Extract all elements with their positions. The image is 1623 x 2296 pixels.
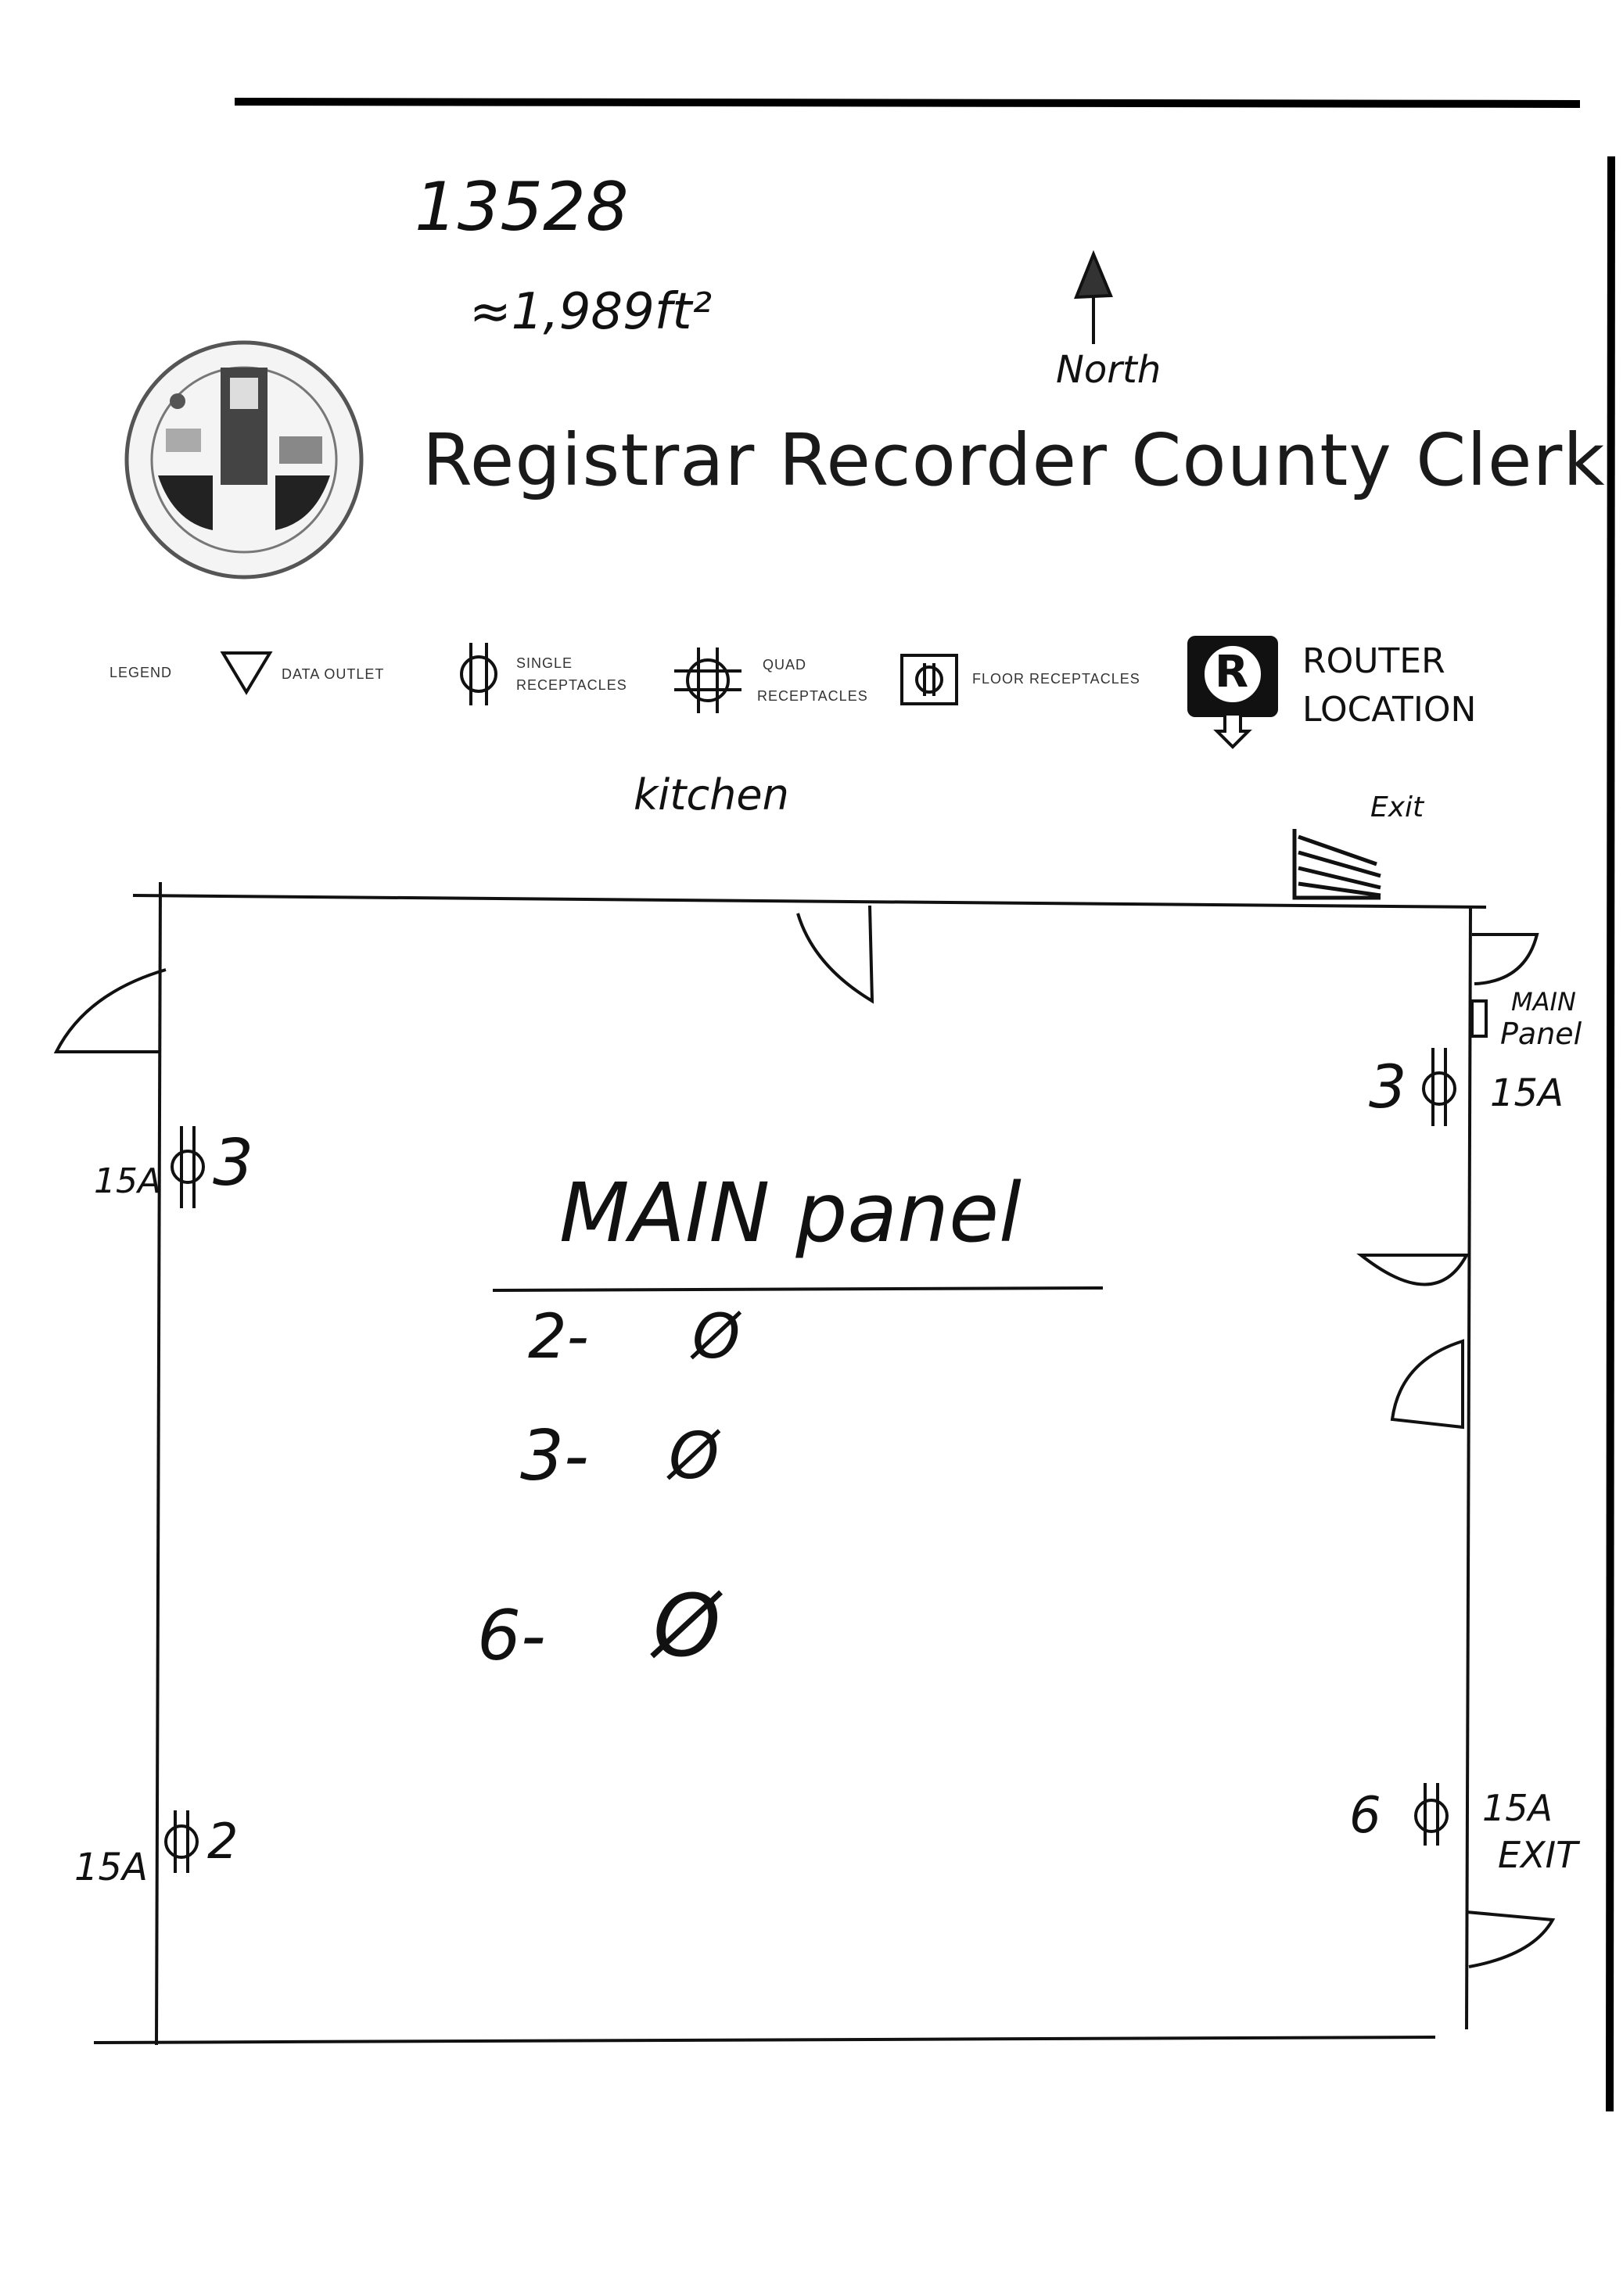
north-label: North <box>1056 348 1162 392</box>
legend-symbols <box>220 636 1278 749</box>
receptacle-right-top <box>1422 1048 1456 1126</box>
main-panel-row-3-qty: 6- <box>477 1595 546 1676</box>
door-right-mid2 <box>1390 1339 1464 1430</box>
document-number: 13528 <box>415 168 629 246</box>
main-panel-row-2-symbol: Ø <box>669 1419 720 1494</box>
main-panel-heading: MAIN panel <box>559 1165 1022 1261</box>
exit-top-label: Exit <box>1370 791 1424 823</box>
legend-quad-line2: RECEPTACLES <box>757 688 868 704</box>
main-panel-small-line1: MAIN <box>1511 987 1576 1017</box>
receptacle-right-bottom-amp: 15A <box>1482 1787 1553 1829</box>
receptacle-right-top-amp: 15A <box>1490 1071 1564 1115</box>
legend-router-line2: LOCATION <box>1302 690 1477 730</box>
main-panel-row-1-symbol: Ø <box>692 1302 741 1372</box>
receptacle-left-bottom <box>164 1810 199 1873</box>
receptacle-left-top-count: 3 <box>213 1126 254 1200</box>
main-panel-row-3-symbol: Ø <box>653 1576 721 1676</box>
north-arrow <box>1073 249 1113 344</box>
page-title: Registrar Recorder County Clerk <box>422 418 1606 502</box>
router-location-icon <box>1187 636 1278 749</box>
data-outlet-icon <box>220 651 273 695</box>
door-right-top <box>1472 933 1539 985</box>
legend-router-line1: ROUTER <box>1302 641 1445 681</box>
legend-data-outlet: DATA OUTLET <box>282 666 385 682</box>
receptacle-left-top-amp: 15A <box>94 1161 162 1201</box>
exit-top-mark <box>1292 829 1381 900</box>
main-panel-row-1-qty: 2- <box>528 1302 589 1372</box>
receptacle-left-bottom-count: 2 <box>207 1813 239 1870</box>
door-left <box>53 968 167 1053</box>
main-panel-row-2-qty: 3- <box>520 1415 589 1496</box>
single-receptacle-icon <box>460 643 497 705</box>
main-panel-box <box>1470 999 1488 1038</box>
area-note: ≈1,989ft² <box>469 283 713 341</box>
receptacle-left-bottom-amp: 15A <box>74 1846 148 1889</box>
wall-receptacles <box>164 1048 1456 1873</box>
legend-quad-line1: QUAD <box>763 657 807 673</box>
legend-floor: FLOOR RECEPTACLES <box>972 671 1140 687</box>
receptacle-right-top-count: 3 <box>1369 1052 1407 1121</box>
receptacle-right-bottom-count: 6 <box>1349 1787 1381 1845</box>
receptacle-left-top <box>171 1126 205 1208</box>
kitchen-label: kitchen <box>634 770 789 820</box>
door-right-mid <box>1356 1254 1470 1286</box>
page-right-edge <box>1606 156 1615 2112</box>
receptacle-right-bottom <box>1414 1783 1449 1846</box>
doors <box>53 905 1556 1968</box>
page-top-edge <box>234 98 1581 108</box>
main-panel-small-line2: Panel <box>1500 1017 1582 1051</box>
legend-label: LEGEND <box>110 665 173 680</box>
main-panel-underline <box>492 1286 1104 1292</box>
door-right-bottom <box>1466 1910 1556 1968</box>
legend-single-line1: SINGLE <box>516 655 573 671</box>
quad-receptacle-icon <box>674 648 741 713</box>
county-seal <box>124 340 364 579</box>
exit-right-label: EXIT <box>1498 1834 1578 1876</box>
floor-receptacle-icon <box>900 654 958 705</box>
room-walls <box>93 881 1487 2046</box>
legend-single-line2: RECEPTACLES <box>516 677 627 693</box>
door-top-kitchen <box>796 905 874 1004</box>
router-letter: R <box>1215 647 1249 698</box>
